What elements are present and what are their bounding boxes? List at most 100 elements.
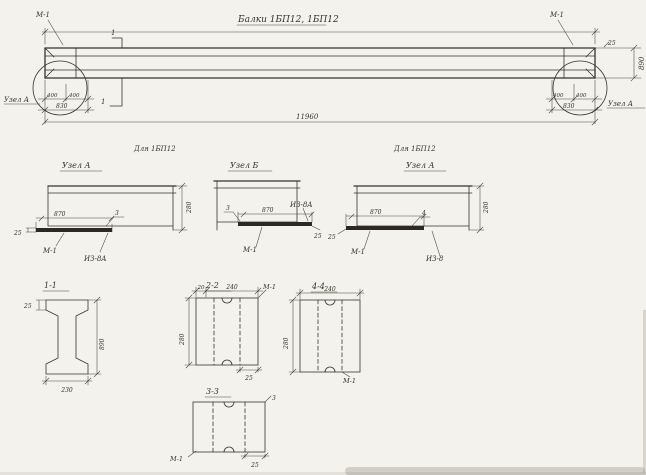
detail-a2-item: ИЗ-8	[425, 255, 444, 263]
section-2-2-top-dim	[191, 286, 264, 298]
detail-a2-body	[353, 185, 473, 231]
section-1-1-flange-dim	[35, 299, 47, 311]
detail-a2-plate	[346, 226, 424, 230]
section-3-3-dim-thk: 25	[250, 462, 259, 469]
detail-a1-plate-dim	[35, 215, 115, 233]
height-dim-line	[594, 41, 642, 82]
section-4-4-notches	[324, 299, 336, 373]
embed-mark-left: М-1	[35, 11, 50, 19]
detail-a1-body	[47, 185, 177, 231]
beam-inner-lines	[44, 47, 596, 79]
detail-a2-for-label: Для 1БП12	[393, 145, 436, 153]
detail-node-b: Узел Б 870 3 ИЗ-8А М-1 25	[213, 161, 322, 254]
detail-b-body	[213, 180, 301, 231]
scan-smudge-strip	[0, 472, 646, 475]
section-3-3: 3-3 3 М-1 25	[169, 387, 276, 469]
section-4-4-plate-outline	[299, 299, 361, 373]
section-4-4-side-dim	[288, 296, 301, 376]
detail-node-a1: Для 1БП12 Узел А 870 25 3 М-1 ИЗ-8А 280	[13, 145, 193, 263]
dim-left-total: 830	[56, 103, 68, 110]
section-3-3-notches	[223, 401, 235, 453]
detail-a1-side-dim	[172, 182, 188, 234]
section-2-2-dim-a: 20	[197, 285, 205, 291]
beam-outline	[44, 47, 596, 79]
section-4-4-dim-side: 280	[283, 337, 290, 350]
detail-a1-node-label: Узел А	[62, 161, 91, 170]
section-3-3-mark-leader	[187, 450, 197, 458]
detail-a1-plate	[36, 228, 112, 232]
detail-a2-side-dim	[468, 182, 485, 234]
dim-left-b: 400	[68, 93, 80, 99]
detail-a1-item: ИЗ-8А	[83, 255, 107, 263]
detail-b-mark: М-1	[242, 246, 257, 254]
cut-label-1-top: 1	[111, 29, 115, 37]
detail-a1-mark: М-1	[42, 247, 57, 255]
detail-b-dim-plate: 870	[262, 207, 274, 214]
dim-right-total: 830	[563, 103, 575, 110]
detail-a1-dim-plate: 870	[54, 211, 66, 218]
detail-b-plate	[238, 222, 312, 226]
section-2-2-thk-dim	[235, 366, 263, 374]
dim-right-b: 400	[575, 93, 587, 99]
detail-a2-mark: М-1	[350, 248, 365, 256]
section-3-3-plate-outline	[192, 401, 266, 453]
section-1-1-label: 1-1	[44, 281, 57, 290]
detail-b-cut-mark: 3	[226, 205, 230, 212]
detail-a1-cut-mark: 3	[115, 210, 119, 217]
embed-mark-right: М-1	[549, 11, 564, 19]
detail-b-node-label: Узел Б	[230, 161, 259, 170]
ibeam-profile	[45, 299, 89, 375]
detail-a1-dim-thk: 25	[13, 230, 22, 237]
section-3-3-label: 3-3	[206, 387, 219, 396]
cut-line-1	[109, 37, 123, 107]
detail-a2-cut-flag	[411, 216, 431, 227]
section-2-2-mark-leader	[257, 289, 267, 299]
detail-a2-dim-side: 280	[483, 201, 490, 214]
section-4-4-mark: М-1	[342, 377, 356, 385]
detail-a2-plate-dim	[345, 213, 427, 227]
section-1-1-dim-height: 890	[99, 338, 106, 350]
detail-a2-cut-mark: 4	[421, 210, 426, 217]
section-2-2-notches	[221, 297, 233, 366]
node-callout-left: Узел А	[4, 96, 29, 104]
section-1-1-dim-width: 230	[60, 387, 73, 394]
detail-b-leaders	[255, 207, 321, 248]
dim-right-a: 400	[552, 93, 564, 99]
detail-a1-thk-dim	[25, 227, 37, 233]
dim-left-a: 400	[46, 93, 58, 99]
detail-a2-node-label: Узел А	[406, 161, 435, 170]
total-dim-line	[41, 79, 599, 126]
section-4-4-mark-leader	[341, 371, 351, 378]
section-3-3-anchors	[212, 401, 246, 453]
detail-node-a2: Для 1БП12 Узел А 870 25 4 М-1 ИЗ-8 280	[327, 145, 490, 263]
section-1-1-height-dim	[87, 296, 102, 378]
detail-a2-thk-leader	[337, 228, 347, 235]
top-dim-line	[41, 27, 601, 45]
section-1-1-dim-flange: 25	[23, 303, 32, 310]
section-2-2-label: 2-2	[205, 281, 219, 290]
mark-leader-lines	[47, 19, 574, 46]
section-4-4-anchors	[317, 299, 343, 373]
dim-total-length: 11960	[296, 113, 319, 121]
detail-a2-dim-thk: 25	[327, 234, 336, 241]
section-1-1-width-dim	[41, 375, 93, 386]
section-4-4-dim-b: 240	[323, 286, 336, 293]
detail-a1-dim-side: 280	[186, 201, 193, 214]
detail-a2-dim-plate: 870	[370, 209, 382, 216]
detail-a1-leaders	[55, 232, 109, 253]
section-2-2: 2-2 20 240 М-1 280 25	[179, 281, 276, 382]
beam-elevation-view: Узел А Узел А М-1 М-1 1 1 400 400 830 40…	[3, 11, 646, 126]
section-2-2-dim-b: 240	[225, 284, 238, 291]
detail-a1-for-label: Для 1БП12	[133, 145, 176, 153]
section-2-2-mark: М-1	[262, 283, 276, 291]
section-2-2-dim-thk: 25	[244, 375, 253, 382]
section-3-3-cut-mark: 3	[272, 395, 276, 402]
section-1-1: 1-1 230 890 25	[23, 281, 106, 394]
detail-a1-cut-flag	[105, 216, 125, 227]
dim-beam-height: 890	[638, 56, 646, 70]
section-4-4-label: 4-4	[311, 282, 325, 291]
section-2-2-anchors	[213, 297, 241, 366]
node-circle-right	[552, 60, 608, 116]
